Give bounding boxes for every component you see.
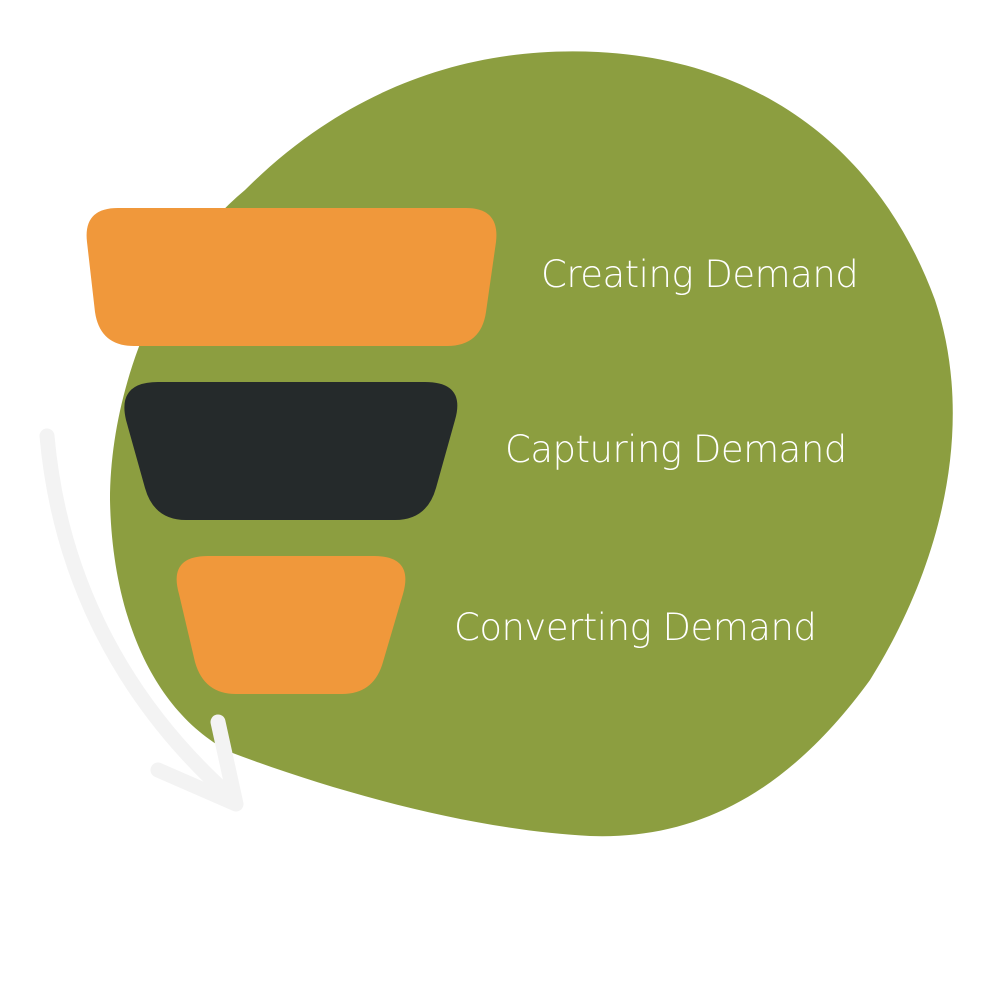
funnel-stage-converting xyxy=(176,556,406,694)
curved-down-arrow-icon xyxy=(39,428,244,812)
stage-label-creating: Creating Demand xyxy=(541,253,859,296)
stage-label-converting: Converting Demand xyxy=(454,606,817,649)
funnel-stage-capturing xyxy=(124,382,458,520)
stage-label-capturing: Capturing Demand xyxy=(505,428,847,471)
funnel-stage-creating xyxy=(86,208,497,346)
